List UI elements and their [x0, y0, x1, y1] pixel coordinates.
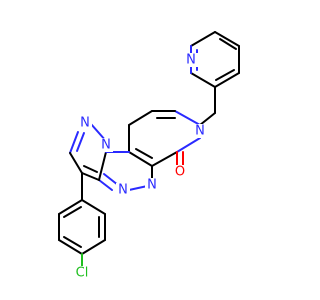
- atom-n-pyridine: N: [186, 53, 196, 68]
- atom-n-triazine-2: N: [118, 183, 128, 198]
- bond: [190, 31, 216, 47]
- bond: [69, 131, 79, 154]
- bond: [83, 165, 98, 173]
- bond: [58, 199, 83, 215]
- bond: [98, 179, 113, 191]
- atom-labels: N N O N N N N Cl: [71, 53, 207, 281]
- bond: [215, 69, 235, 81]
- bond: [76, 132, 85, 152]
- atom-o-carbonyl: O: [175, 165, 185, 180]
- bond: [81, 239, 106, 255]
- bond: [103, 173, 119, 186]
- bond: [63, 236, 82, 248]
- bond: [69, 152, 83, 174]
- bond: [81, 199, 106, 215]
- bond: [219, 38, 237, 50]
- atom-n-pyrazole-1: N: [101, 138, 111, 153]
- bond: [174, 110, 201, 126]
- atom-n-pyrazole-2: N: [80, 116, 90, 131]
- bond: [214, 31, 240, 47]
- pyridine-ring: [190, 31, 240, 88]
- bond: [58, 239, 83, 255]
- atom-cl: Cl: [76, 266, 89, 281]
- bond: [81, 172, 100, 181]
- chlorophenyl-ring: [58, 199, 106, 255]
- bond: [63, 206, 82, 218]
- structure-diagram: N N O N N N N Cl: [58, 31, 240, 281]
- bond: [151, 151, 178, 167]
- bond: [135, 148, 153, 159]
- bond: [128, 151, 153, 167]
- pyrazole-ring: [69, 123, 107, 181]
- bond: [214, 72, 240, 88]
- atom-n-triazine-1: N: [147, 178, 157, 193]
- molecule-canvas: N N O N N N N Cl: [58, 31, 240, 281]
- bond: [98, 151, 107, 181]
- bond: [199, 112, 216, 126]
- atom-n-lactam: N: [195, 124, 205, 139]
- bond: [128, 110, 153, 126]
- pyridinone-ring: [128, 110, 201, 167]
- bond: [176, 137, 201, 153]
- bond: [190, 72, 216, 88]
